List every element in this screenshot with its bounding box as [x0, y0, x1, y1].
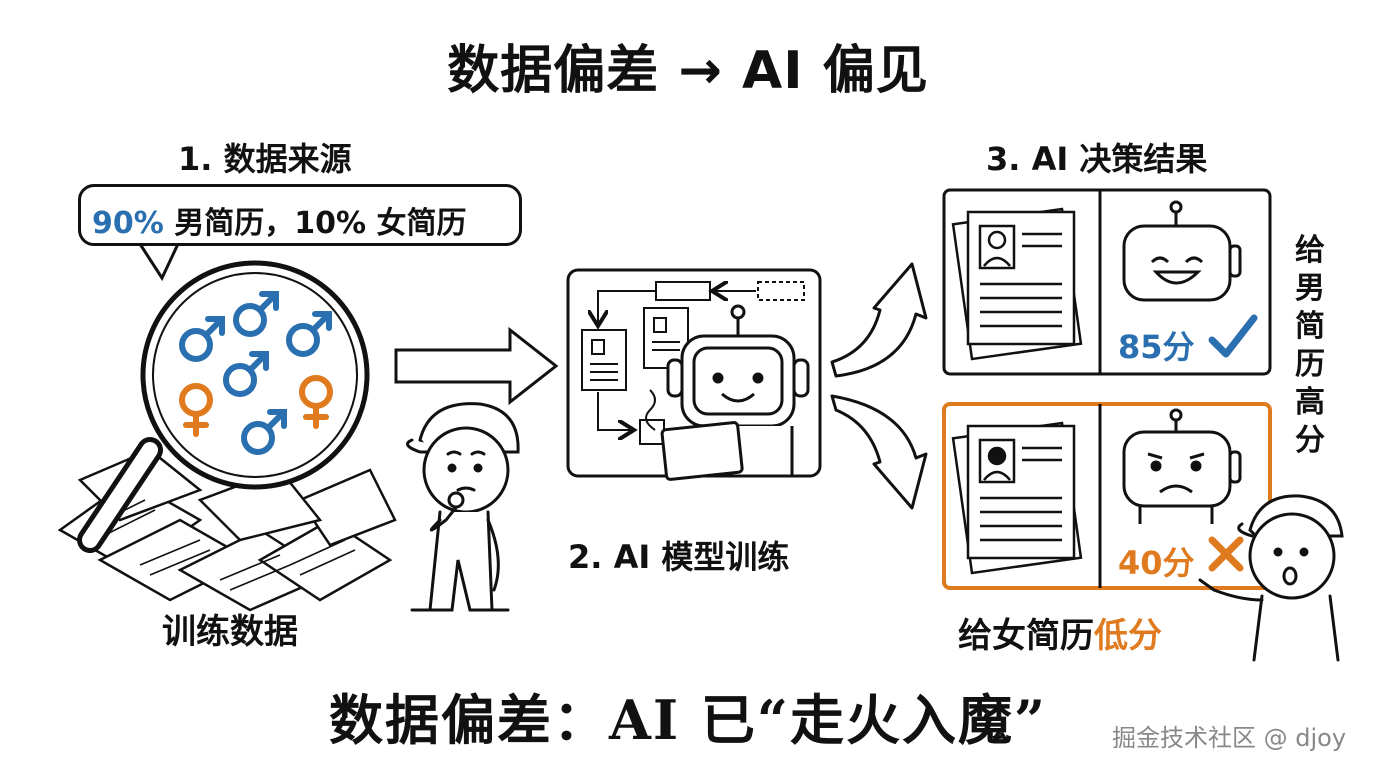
check-icon — [1208, 314, 1258, 358]
page-title: 数据偏差 → AI 偏见 — [447, 41, 929, 101]
speech-bubble — [78, 184, 522, 246]
thinking-person-icon — [406, 402, 520, 612]
male-resume-icon — [951, 207, 1083, 361]
female-result-prefix: 给女简历 — [958, 616, 1094, 656]
arrow-to-training — [394, 326, 559, 406]
watermark: 掘金技术社区 @ djoy — [1112, 724, 1347, 752]
sad-robot-icon — [1122, 408, 1242, 524]
female-label: 女简历 — [376, 206, 467, 241]
male-result-label: 给男简历高分 — [1295, 233, 1325, 458]
male-symbol-icons — [179, 291, 332, 455]
bubble-text: 90% 男简历，10% 女简历 — [92, 198, 467, 242]
male-score: 85分 — [1118, 328, 1195, 366]
female-percentage: 10% — [294, 206, 367, 241]
training-data-label: 训练数据 — [162, 612, 298, 652]
male-label: 男简历， — [174, 206, 295, 241]
male-percentage: 90% — [92, 206, 164, 241]
cross-icon — [1208, 536, 1244, 572]
robot-training-icon — [660, 304, 810, 481]
female-symbol-icons — [179, 375, 333, 437]
section1-heading: 1. 数据来源 — [178, 140, 352, 178]
section2-heading: 2. AI 模型训练 — [568, 538, 790, 576]
split-arrows — [830, 262, 928, 510]
female-result-highlight: 低分 — [1094, 616, 1162, 656]
female-resume-icon — [951, 421, 1083, 575]
happy-robot-icon — [1122, 200, 1242, 302]
section3-heading: 3. AI 决策结果 — [986, 140, 1208, 178]
surprised-person-icon — [1198, 494, 1344, 662]
bubble-tail — [138, 243, 180, 282]
female-score: 40分 — [1118, 544, 1195, 582]
female-result-label: 给女简历低分 — [958, 608, 1162, 657]
footer-caption: 数据偏差：AI 已“走火入魔” — [328, 688, 1048, 752]
training-flowchart-icon — [581, 281, 805, 445]
